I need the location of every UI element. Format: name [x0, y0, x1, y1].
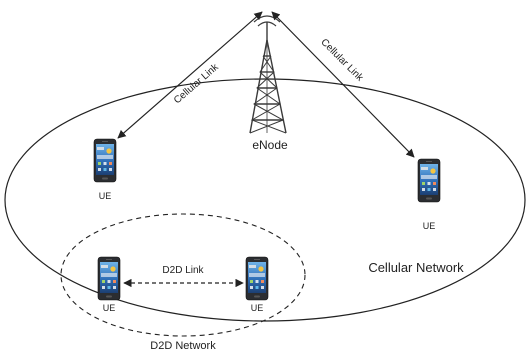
- cell-tower-icon: [249, 15, 287, 134]
- cellular-network-label: Cellular Network: [368, 260, 464, 275]
- d2d-link-label: D2D Link: [162, 265, 204, 276]
- d2d-network-label: D2D Network: [150, 340, 216, 352]
- cellular-link-right-arrow: [271, 11, 415, 158]
- ue-label-top-left: UE: [99, 191, 112, 201]
- ue-label-d2d-left: UE: [103, 303, 116, 313]
- phone-icon-ue-right: [417, 158, 441, 203]
- phone-icon-ue-d2d-left: [97, 256, 121, 301]
- phone-icon-ue-d2d-right: [245, 256, 269, 301]
- enode-label: eNode: [252, 138, 288, 152]
- cellular-link-right-label: Cellular Link: [318, 37, 365, 84]
- d2d-network-boundary: [60, 213, 306, 337]
- cellular-link-left-arrow: [117, 11, 263, 139]
- phone-icon-ue-top-left: [93, 138, 117, 183]
- ue-label-right: UE: [423, 221, 436, 231]
- ue-label-d2d-right: UE: [251, 303, 264, 313]
- cellular-network-boundary: [4, 78, 526, 322]
